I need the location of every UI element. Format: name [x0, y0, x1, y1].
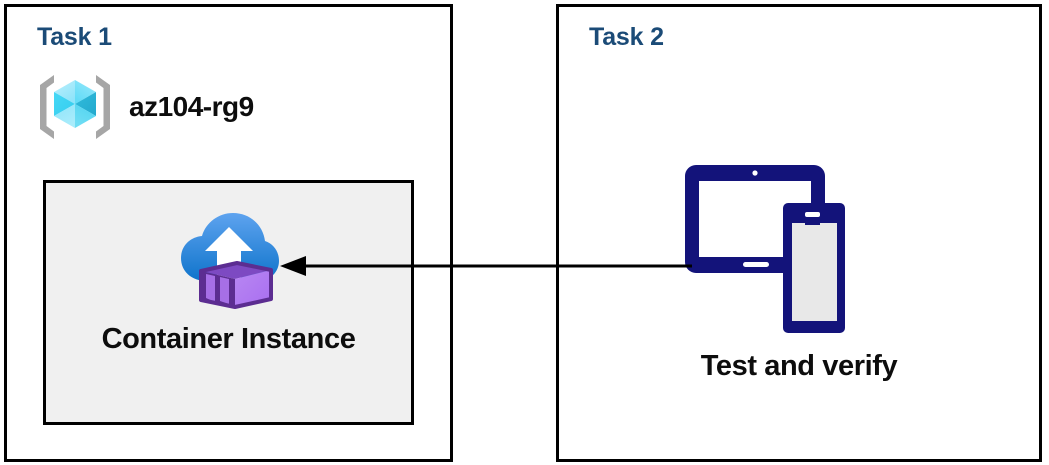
- azure-container-instance-icon: [175, 203, 283, 311]
- devices-icon-wrap: [682, 161, 872, 341]
- resource-group-label: az104-rg9: [129, 91, 254, 122]
- panel-task-2-title: Task 2: [589, 23, 664, 51]
- devices-label: Test and verify: [700, 350, 898, 382]
- container-instance-label: Container Instance: [101, 323, 356, 355]
- container-instance-icon-wrap: [46, 203, 411, 311]
- panel-task-1: Task 1: [4, 4, 453, 462]
- container-instance-card: Container Instance: [43, 180, 414, 425]
- azure-resource-group-icon: [35, 67, 115, 147]
- tablet-and-phone-devices-icon: [682, 161, 872, 341]
- panel-task-1-title: Task 1: [37, 23, 112, 51]
- resource-group-row: az104-rg9: [35, 67, 254, 147]
